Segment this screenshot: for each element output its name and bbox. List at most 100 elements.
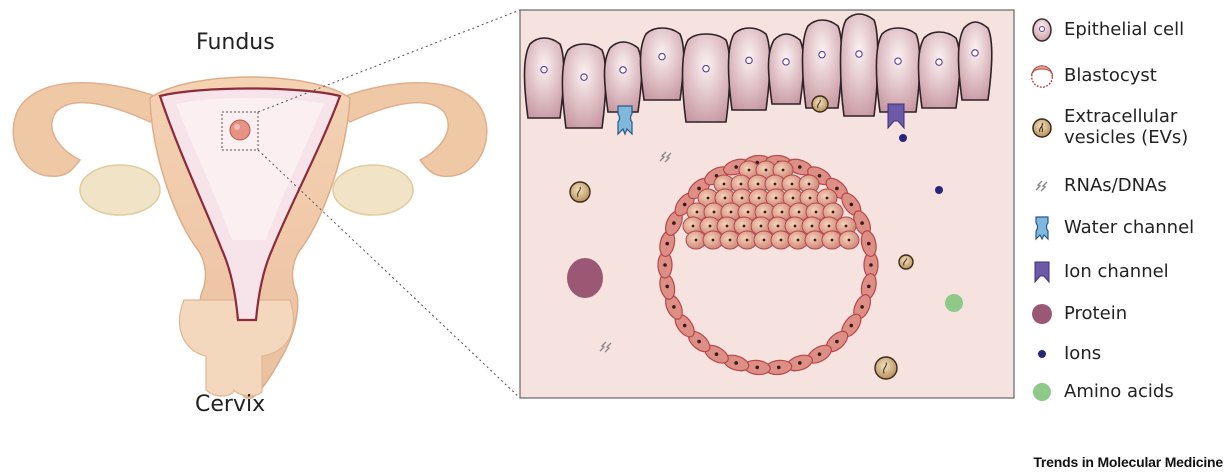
trophoblast-nucleus bbox=[835, 187, 839, 191]
icm-nucleus bbox=[765, 169, 768, 172]
trophoblast-nucleus bbox=[850, 203, 854, 207]
epithelial-cell bbox=[683, 34, 730, 122]
icm-nucleus bbox=[808, 183, 811, 186]
trophoblast-nucleus bbox=[860, 221, 864, 225]
trophoblast-nucleus bbox=[672, 221, 676, 225]
trophoblast-nucleus bbox=[869, 263, 873, 267]
icm-nucleus bbox=[828, 225, 831, 228]
trophoblast-nucleus bbox=[697, 187, 701, 191]
trophoblast-nucleus bbox=[734, 165, 738, 169]
trophoblast-nucleus bbox=[672, 305, 676, 309]
epithelial-cell bbox=[563, 44, 606, 128]
trophoblast-nucleus bbox=[798, 361, 802, 365]
trophoblast-nucleus bbox=[665, 285, 669, 289]
cell-nucleus bbox=[856, 51, 862, 57]
trophoblast-nucleus bbox=[860, 305, 864, 309]
left-ovary bbox=[80, 165, 160, 215]
cervix-label: Cervix bbox=[195, 392, 265, 417]
icm-nucleus bbox=[740, 183, 743, 186]
icm-nucleus bbox=[845, 225, 848, 228]
legend-item-amino-acids: Amino acids bbox=[1028, 378, 1174, 406]
right-fallopian-tube bbox=[330, 83, 487, 177]
trophoblast-nucleus bbox=[665, 242, 669, 246]
trophoblast-nucleus bbox=[755, 366, 759, 370]
epithelial-cell-icon bbox=[1028, 16, 1056, 44]
legend-item-evs: Extracellular vesicles (EVs) bbox=[1028, 106, 1214, 148]
icm-nucleus bbox=[757, 183, 760, 186]
icm-nucleus bbox=[760, 225, 763, 228]
icm-nucleus bbox=[791, 183, 794, 186]
cell-nucleus bbox=[659, 53, 665, 59]
cell-nucleus bbox=[746, 57, 752, 63]
epithelial-cell bbox=[641, 28, 684, 100]
extracellular-vesicle bbox=[899, 255, 913, 269]
icm-nucleus bbox=[692, 225, 695, 228]
icm-nucleus bbox=[695, 239, 698, 242]
implanting-embryo bbox=[230, 120, 250, 140]
trophoblast-nucleus bbox=[867, 285, 871, 289]
fundus-label: Fundus bbox=[196, 30, 275, 55]
trophoblast-nucleus bbox=[818, 352, 822, 356]
icm-nucleus bbox=[848, 239, 851, 242]
water-channel bbox=[618, 106, 632, 134]
legend-item-blastocyst: Blastocyst bbox=[1028, 62, 1157, 90]
legend-label: Amino acids bbox=[1064, 382, 1174, 402]
cell-nucleus bbox=[703, 65, 709, 71]
icm-nucleus bbox=[707, 197, 710, 200]
protein bbox=[567, 258, 603, 298]
extracellular-vesicle bbox=[812, 96, 828, 112]
icm-nucleus bbox=[815, 211, 818, 214]
blastocyst-icon bbox=[1028, 62, 1056, 90]
right-ovary bbox=[333, 165, 413, 215]
zoom-panel bbox=[520, 10, 1014, 398]
trophoblast-nucleus bbox=[798, 165, 802, 169]
icm-nucleus bbox=[831, 239, 834, 242]
icm-nucleus bbox=[758, 197, 761, 200]
protein-icon bbox=[1028, 300, 1056, 328]
legend-item-ion-channel: Ion channel bbox=[1028, 258, 1169, 286]
icm-nucleus bbox=[726, 225, 729, 228]
epithelial-cell bbox=[803, 20, 842, 108]
journal-credit: Trends in Molecular Medicine bbox=[1033, 454, 1223, 470]
icm-nucleus bbox=[746, 239, 749, 242]
ion bbox=[899, 134, 907, 142]
legend-item-water-channel: Water channel bbox=[1028, 214, 1194, 242]
rna-dna-icon bbox=[1028, 172, 1056, 200]
icm-nucleus bbox=[709, 225, 712, 228]
trophoblast-nucleus bbox=[818, 174, 822, 178]
legend-item-epithelial-cell: Epithelial cell bbox=[1028, 16, 1184, 44]
legend-label: Blastocyst bbox=[1064, 66, 1157, 86]
icm-nucleus bbox=[811, 225, 814, 228]
icm-nucleus bbox=[724, 197, 727, 200]
icm-nucleus bbox=[809, 197, 812, 200]
extracellular-vesicle bbox=[875, 357, 897, 379]
epithelial-cell bbox=[605, 42, 642, 112]
icm-nucleus bbox=[747, 211, 750, 214]
legend-label: Ion channel bbox=[1064, 262, 1169, 282]
icm-nucleus bbox=[763, 239, 766, 242]
legend-label: RNAs/DNAs bbox=[1064, 176, 1167, 196]
icm-nucleus bbox=[794, 225, 797, 228]
trophoblast-nucleus bbox=[715, 352, 719, 356]
legend-label: Ions bbox=[1064, 344, 1101, 364]
icm-nucleus bbox=[792, 197, 795, 200]
trophoblast-nucleus bbox=[850, 324, 854, 328]
legend-label: Water channel bbox=[1064, 218, 1194, 238]
ion bbox=[935, 186, 943, 194]
trophoblast-nucleus bbox=[663, 263, 667, 267]
cell-nucleus bbox=[936, 59, 942, 65]
ions-icon bbox=[1028, 340, 1056, 368]
epithelial-cell bbox=[729, 28, 770, 110]
epithelial-cell bbox=[959, 22, 992, 100]
epithelial-cell bbox=[877, 28, 920, 112]
legend-item-rna-dna: RNAs/DNAs bbox=[1028, 172, 1167, 200]
icm-nucleus bbox=[764, 211, 767, 214]
epithelial-cell bbox=[769, 34, 804, 104]
icm-nucleus bbox=[723, 183, 726, 186]
amino-acid bbox=[945, 294, 963, 312]
trophoblast-nucleus bbox=[777, 366, 781, 370]
left-fallopian-tube bbox=[13, 83, 170, 177]
cell-nucleus bbox=[783, 59, 789, 65]
icm-nucleus bbox=[782, 169, 785, 172]
